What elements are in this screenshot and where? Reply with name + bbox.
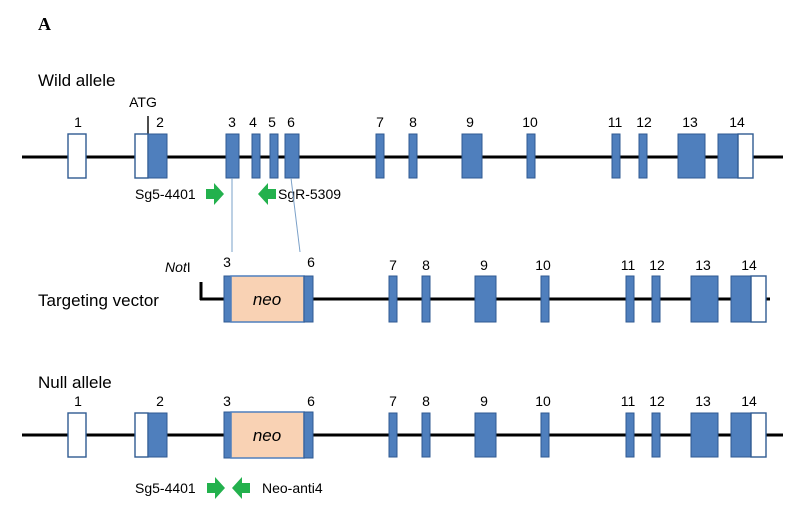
neo-label: neo <box>253 290 281 309</box>
wild-primer-reverse-label: SgR-5309 <box>278 186 341 202</box>
wild-exon-label: 4 <box>249 114 257 130</box>
null-exon-label: 3 <box>223 393 231 409</box>
wild-exon-3 <box>225 133 240 179</box>
targeting-exon-label: 7 <box>389 257 397 273</box>
null-primer-reverse-label: Neo-anti4 <box>262 480 323 496</box>
targeting-exon-label: 14 <box>741 257 757 273</box>
null-exon-label: 9 <box>480 393 488 409</box>
null-exon-1 <box>67 412 87 458</box>
wild-exon-label: 1 <box>74 114 82 130</box>
wild-exon-6 <box>284 133 300 179</box>
wild-exon-label: 10 <box>522 114 538 130</box>
null-allele: Null allele neo 1 2 3 6 7 8 9 10 11 12 1… <box>22 373 783 499</box>
null-exon-8 <box>421 412 431 458</box>
reverse-primer-arrow-icon <box>258 183 276 205</box>
targeting-exon-label: 10 <box>535 257 551 273</box>
null-exon-label: 14 <box>741 393 757 409</box>
targeting-exon-12 <box>651 275 661 323</box>
null-exon-label: 10 <box>535 393 551 409</box>
wild-exon-2 <box>147 133 168 179</box>
null-exon-label: 1 <box>74 393 82 409</box>
null-exon-13 <box>690 412 719 458</box>
targeting-exon-9 <box>474 275 497 323</box>
null-neo-label: neo <box>253 426 281 445</box>
null-exon-10 <box>540 412 550 458</box>
targeting-flank-label: 6 <box>307 254 315 270</box>
forward-primer-arrow-icon <box>206 183 224 205</box>
null-flank-6 <box>303 411 314 459</box>
wild-exon-label: 8 <box>409 114 417 130</box>
targeting-vector-title: Targeting vector <box>38 291 159 310</box>
null-exon-11 <box>625 412 635 458</box>
wild-exon-13 <box>677 133 706 179</box>
null-exon-label: 13 <box>695 393 711 409</box>
targeting-exon-label: 12 <box>649 257 665 273</box>
wild-exon-11 <box>611 133 621 179</box>
null-exon-14-utr <box>750 412 767 458</box>
targeting-exon-label: 11 <box>621 257 636 273</box>
null-exon-9 <box>474 412 497 458</box>
null-exon-label: 11 <box>621 393 636 409</box>
wild-allele: Wild allele ATG 1 2 3 4 5 6 7 8 9 10 11 <box>22 71 783 205</box>
wild-exon-label: 7 <box>376 114 384 130</box>
targeting-exon-8 <box>421 275 431 323</box>
wild-exon-label: 12 <box>636 114 652 130</box>
targeting-flank-6 <box>303 275 314 323</box>
null-exon-label: 2 <box>156 393 164 409</box>
wild-exon-2-utr <box>134 133 149 179</box>
wild-exon-12 <box>638 133 648 179</box>
wild-exon-1 <box>67 133 87 179</box>
wild-exon-14-utr <box>737 133 754 179</box>
null-exon-2-utr <box>134 412 149 458</box>
null-exon-label: 6 <box>307 393 315 409</box>
wild-exon-label: 6 <box>287 114 295 130</box>
null-exon-label: 12 <box>649 393 665 409</box>
targeting-vector: Targeting vector NotI neo 3 6 7 8 9 10 1… <box>38 254 770 323</box>
null-exon-label: 7 <box>389 393 397 409</box>
targeting-exon-label: 8 <box>422 257 430 273</box>
targeting-exon-14-utr <box>750 275 767 323</box>
wild-exon-7 <box>375 133 385 179</box>
targeting-exon-13 <box>690 275 719 323</box>
forward-primer-arrow-icon <box>207 477 225 499</box>
wild-exon-10 <box>526 133 536 179</box>
targeting-exon-label: 9 <box>480 257 488 273</box>
wild-exon-9 <box>461 133 483 179</box>
null-exon-14 <box>730 412 752 458</box>
wild-exon-label: 9 <box>466 114 474 130</box>
wild-exon-5 <box>269 133 279 179</box>
wild-exon-4 <box>251 133 261 179</box>
targeting-exon-label: 13 <box>695 257 711 273</box>
null-exon-7 <box>388 412 398 458</box>
homology-guide-right <box>290 177 301 253</box>
noti-site-label: NotI <box>165 259 191 275</box>
targeting-exon-11 <box>625 275 635 323</box>
null-exon-12 <box>651 412 661 458</box>
wild-exon-14 <box>717 133 739 179</box>
null-exon-2 <box>147 412 168 458</box>
targeting-flank-label: 3 <box>223 254 231 270</box>
targeting-exon-7 <box>388 275 398 323</box>
wild-exon-label: 13 <box>682 114 698 130</box>
wild-exon-label: 3 <box>228 114 236 130</box>
wild-allele-title: Wild allele <box>38 71 115 90</box>
neo-primer-arrow-icon <box>232 477 250 499</box>
wild-primer-forward-label: Sg5-4401 <box>135 186 196 202</box>
wild-exon-8 <box>408 133 418 179</box>
null-primer-forward-label: Sg5-4401 <box>135 480 196 496</box>
targeting-exon-14 <box>730 275 752 323</box>
null-allele-title: Null allele <box>38 373 112 392</box>
panel-label: A <box>38 14 51 34</box>
null-exon-label: 8 <box>422 393 430 409</box>
wild-exon-label: 2 <box>156 114 164 130</box>
atg-label: ATG <box>129 94 157 110</box>
wild-exon-label: 5 <box>268 114 276 130</box>
targeting-exon-10 <box>540 275 550 323</box>
wild-exon-label: 14 <box>729 114 745 130</box>
wild-exon-label: 11 <box>608 114 623 130</box>
